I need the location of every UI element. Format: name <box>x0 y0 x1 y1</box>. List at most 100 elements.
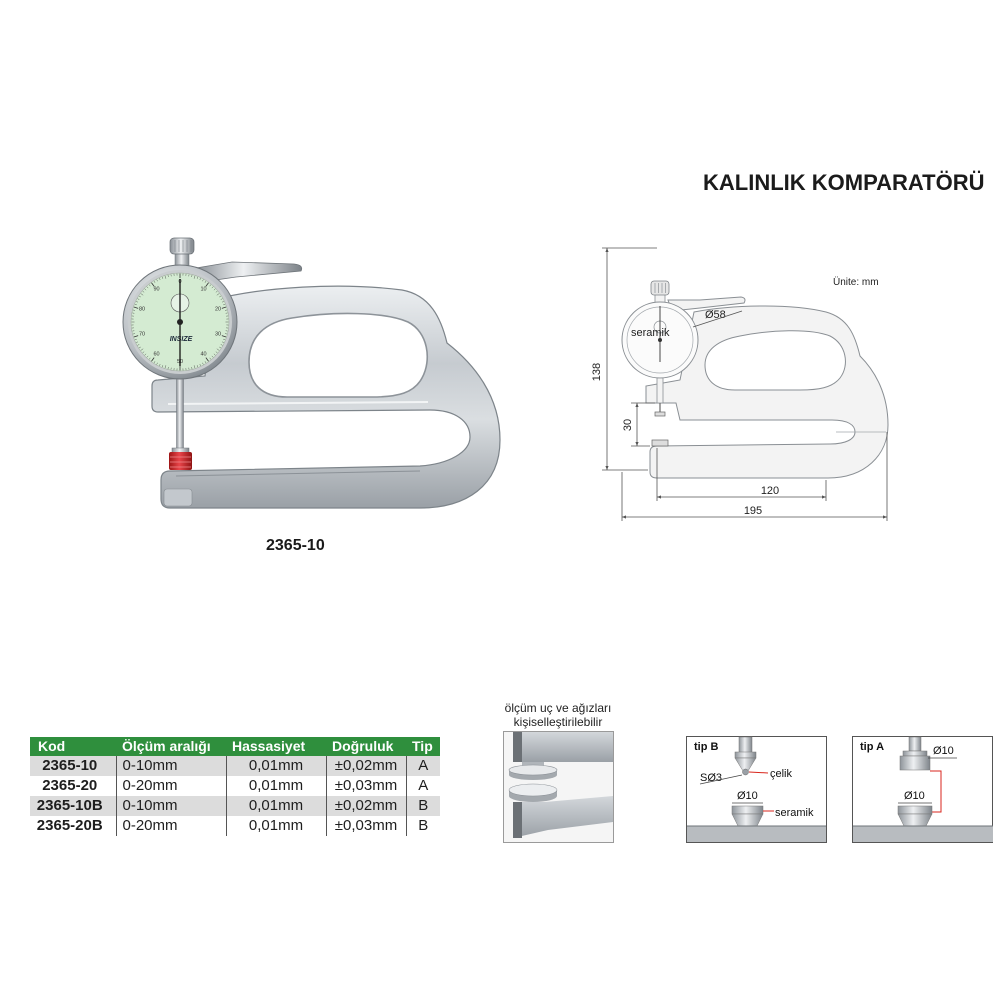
cell-accuracy: ±0,03mm <box>325 816 406 836</box>
table-row: 2365-10 0-10mm 0,01mm ±0,02mm A <box>30 756 440 776</box>
dial-number: 20 <box>215 307 221 313</box>
technical-drawing: Ünite: mm Ø58 seramik 138 30 120 <box>591 247 889 521</box>
dial-tick <box>216 293 220 296</box>
tip-a-title: tip A <box>860 741 884 753</box>
dial-tick <box>136 341 139 343</box>
dial-tick <box>159 363 161 366</box>
dial-tick <box>144 288 147 291</box>
dial-tick <box>156 279 158 282</box>
product-photo: 0 10 20 30 40 50 60 70 80 90 INSIZE <box>122 237 501 509</box>
dial-tick <box>199 363 201 366</box>
cell-code: 2365-10 <box>30 756 116 776</box>
gap-dimension: 30 <box>622 419 634 431</box>
dial-tick <box>142 351 145 354</box>
dial-top-knob <box>169 237 195 255</box>
cell-code: 2365-20 <box>42 777 98 794</box>
dial-tick <box>148 357 151 360</box>
dial-number: 90 <box>153 287 159 293</box>
dial-tick <box>205 282 209 287</box>
cell-resolution: 0,01mm <box>225 756 326 776</box>
dial-tick <box>133 335 139 338</box>
dial-tick <box>167 366 169 370</box>
table-header-row: Kod Ölçüm aralığı Hassasiyet Doğruluk Ti… <box>30 737 440 756</box>
dial-tick <box>219 295 222 298</box>
dial-tick <box>199 278 201 281</box>
cell-type: A <box>405 776 440 796</box>
dial-tick <box>134 303 137 306</box>
dial-tick <box>209 284 212 287</box>
table-row: 2365-20B 0-20mm 0,01mm ±0,03mm B <box>30 816 440 836</box>
dial-diameter-leader <box>692 310 743 328</box>
knob-ridges <box>174 240 192 252</box>
tip-b-steel-label: çelik <box>770 768 793 780</box>
dial-number: 60 <box>153 351 159 357</box>
dial-tick <box>223 303 226 306</box>
tip-a-anvil-cone <box>897 813 933 827</box>
dimension-120 <box>656 448 827 501</box>
cell-range: 0-10mm <box>115 796 226 816</box>
custom-caption-line1: ölçüm uç ve ağızları <box>504 701 612 715</box>
dial-tick <box>209 357 212 360</box>
dimension-138 <box>602 247 657 471</box>
tip-b-collar <box>734 751 757 759</box>
tip-b-diameter-label: Ø10 <box>737 790 758 802</box>
cell-range: 0-20mm <box>115 816 226 836</box>
dial-tick <box>221 301 224 303</box>
photo-top-anvil-face <box>508 764 558 776</box>
dial-logo: INSIZE <box>170 336 193 343</box>
dial-tick <box>161 365 164 368</box>
dial-tick <box>164 275 167 279</box>
dial-tick <box>138 346 141 349</box>
drawing-contact-point <box>654 411 666 417</box>
table-row: 2365-10B 0-10mm 0,01mm ±0,02mm B <box>30 796 440 816</box>
custom-caption-line2: kişiselleştirilebilir <box>513 715 603 729</box>
dial-tick <box>146 355 149 358</box>
cell-accuracy: ±0,02mm <box>325 796 406 816</box>
cell-accuracy: ±0,02mm <box>325 756 406 776</box>
dial-tick <box>215 290 218 293</box>
dial-tick <box>144 353 147 356</box>
drawing-anvil <box>651 439 669 447</box>
dial-tick <box>164 365 167 369</box>
cell-range: 0-10mm <box>115 756 226 776</box>
dial-tick <box>202 279 204 282</box>
photo-bottom-anvil-face <box>508 783 558 797</box>
dial-number: 30 <box>215 331 221 337</box>
dial-tick <box>213 288 216 291</box>
dial-tick <box>153 361 156 364</box>
dial-tick <box>205 357 209 362</box>
dial-tick <box>224 309 228 311</box>
cell-type: A <box>405 756 440 776</box>
tip-b-sphere-leader <box>699 774 743 785</box>
drawing-lever <box>667 296 746 312</box>
tip-a-spindle <box>908 736 922 752</box>
tip-a-bottom-diameter-label: Ø10 <box>904 790 925 802</box>
dial-tick <box>221 335 227 338</box>
frame-highlight <box>167 401 429 405</box>
cell-type: B <box>405 816 440 836</box>
dial-tick <box>159 278 161 281</box>
dial-tick <box>216 348 220 351</box>
dial-ticks <box>131 273 229 371</box>
col-header-code: Kod <box>30 737 116 756</box>
dial-tick <box>134 338 137 341</box>
photo-bottom-arm <box>513 796 613 838</box>
tip-b-title: tip B <box>694 741 718 753</box>
cell-type: B <box>405 796 440 816</box>
lifting-lever <box>195 261 303 283</box>
dial-number: 70 <box>139 331 145 337</box>
dial-tick <box>153 280 156 283</box>
dial-tick <box>142 290 145 293</box>
dial-tick <box>204 280 207 283</box>
dial-tick <box>211 286 214 289</box>
dial-tick <box>140 293 144 296</box>
drawing-knob-ridges <box>654 283 666 293</box>
dial-tick <box>148 284 151 287</box>
tip-b-ceramic-label: seramik <box>775 807 814 819</box>
dial-tick <box>140 348 144 351</box>
dial-tick <box>196 365 199 368</box>
dial-tick <box>221 341 224 343</box>
spec-table: Kod Ölçüm aralığı Hassasiyet Doğruluk Ti… <box>30 737 440 836</box>
dial-number: 10 <box>200 287 206 293</box>
dial-tick <box>132 309 136 311</box>
